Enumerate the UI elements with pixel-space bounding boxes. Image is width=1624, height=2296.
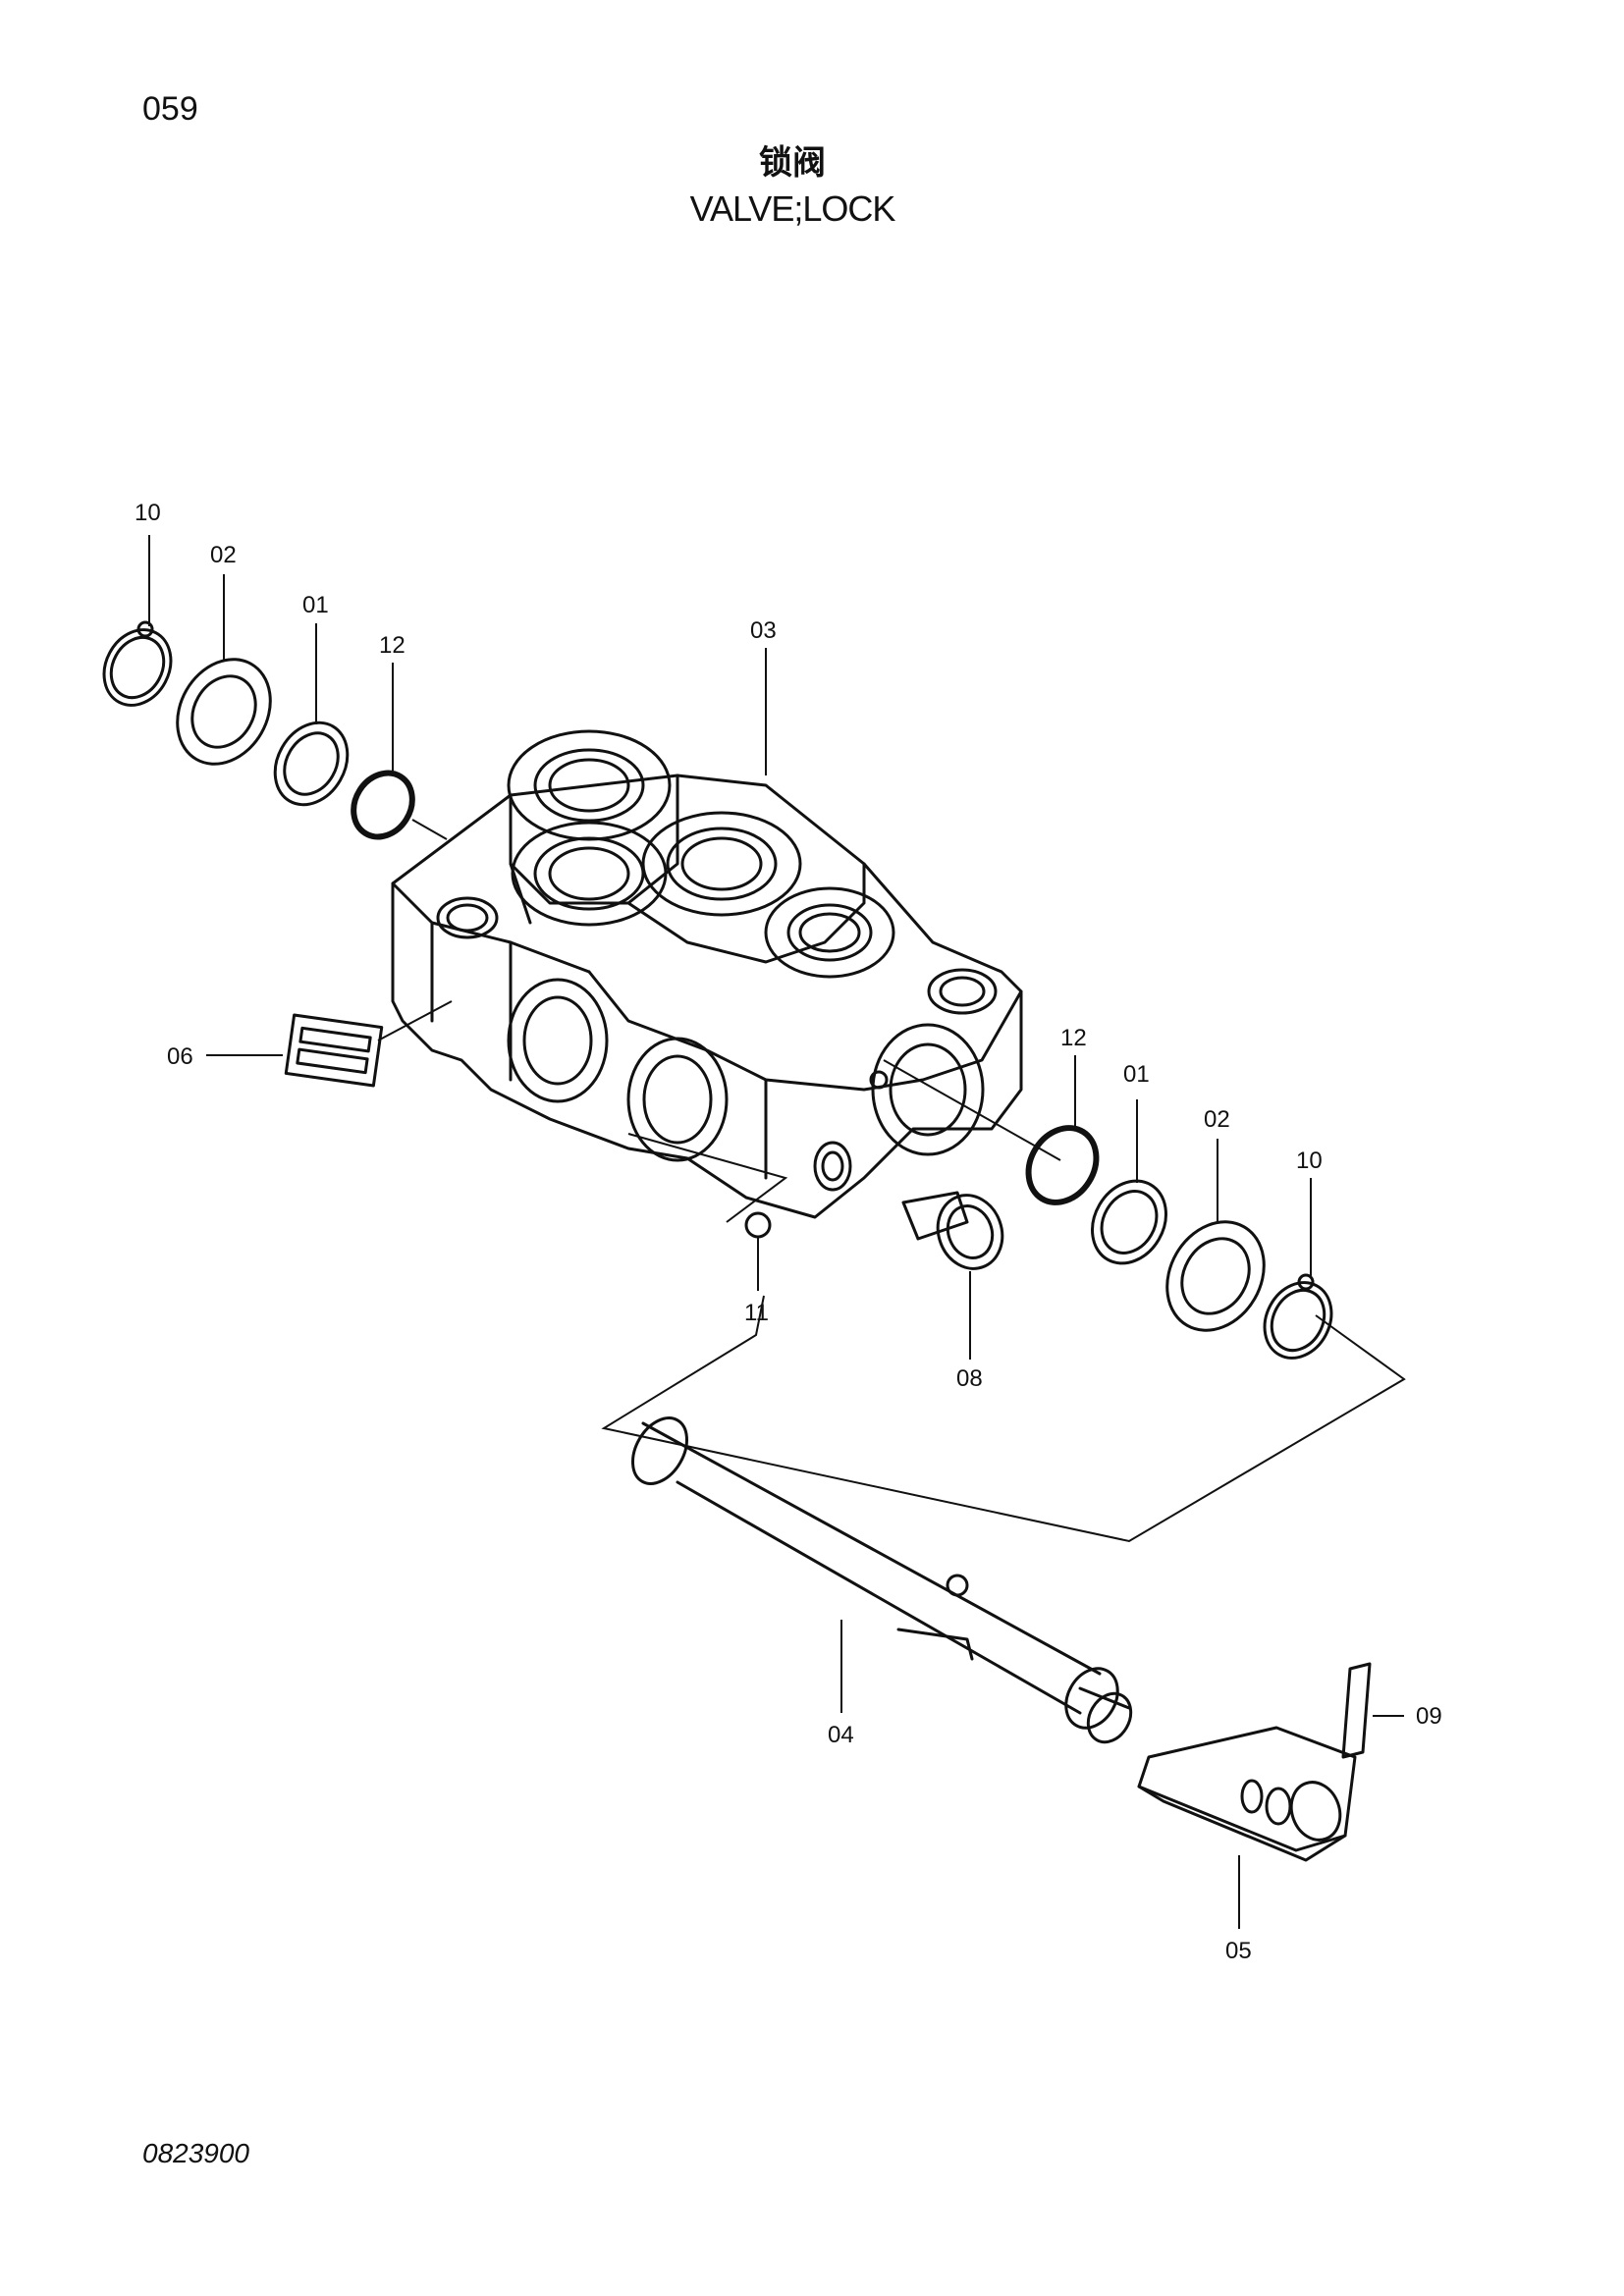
bushing-left <box>273 721 350 807</box>
plate-right <box>1165 1220 1266 1332</box>
callout-06: 06 <box>167 1043 193 1070</box>
o-ring-right <box>1025 1125 1100 1205</box>
callout-05: 05 <box>1225 1938 1252 1964</box>
page-number: 059 <box>142 90 198 128</box>
plate-left <box>176 658 272 766</box>
name-plate <box>284 1013 384 1088</box>
snap-ring-right <box>1263 1273 1333 1360</box>
steel-ball <box>744 1211 772 1239</box>
spool-shaft <box>631 1416 1133 1744</box>
callout-12-left: 12 <box>379 632 406 659</box>
pin <box>1341 1662 1372 1759</box>
snap-ring-left <box>102 620 173 707</box>
valve-body <box>391 729 1023 1219</box>
callout-11: 11 <box>744 1300 769 1326</box>
leader-lines <box>148 535 1406 1929</box>
callout-01-right: 01 <box>1123 1061 1150 1088</box>
callout-10-left: 10 <box>135 500 161 526</box>
callout-01-left: 01 <box>302 592 329 618</box>
callout-09: 09 <box>1416 1703 1442 1730</box>
callout-03: 03 <box>750 617 777 644</box>
callout-04: 04 <box>828 1722 854 1748</box>
o-ring-left <box>351 770 415 840</box>
callout-02-left: 02 <box>210 542 237 568</box>
callout-08: 08 <box>956 1365 983 1392</box>
callout-02-right: 02 <box>1204 1106 1230 1133</box>
callout-12-right: 12 <box>1060 1025 1087 1051</box>
title-chinese: 锁阀 <box>759 143 826 183</box>
callout-labels: 10 02 01 12 03 06 12 01 02 10 11 08 04 0… <box>135 500 1442 1964</box>
bushing-right <box>1091 1179 1167 1265</box>
lever <box>1137 1726 1357 1862</box>
callout-10-right: 10 <box>1296 1148 1323 1174</box>
title-english: VALVE;LOCK <box>689 188 896 229</box>
plug <box>901 1191 1004 1270</box>
drawing-code: 0823900 <box>142 2138 250 2168</box>
